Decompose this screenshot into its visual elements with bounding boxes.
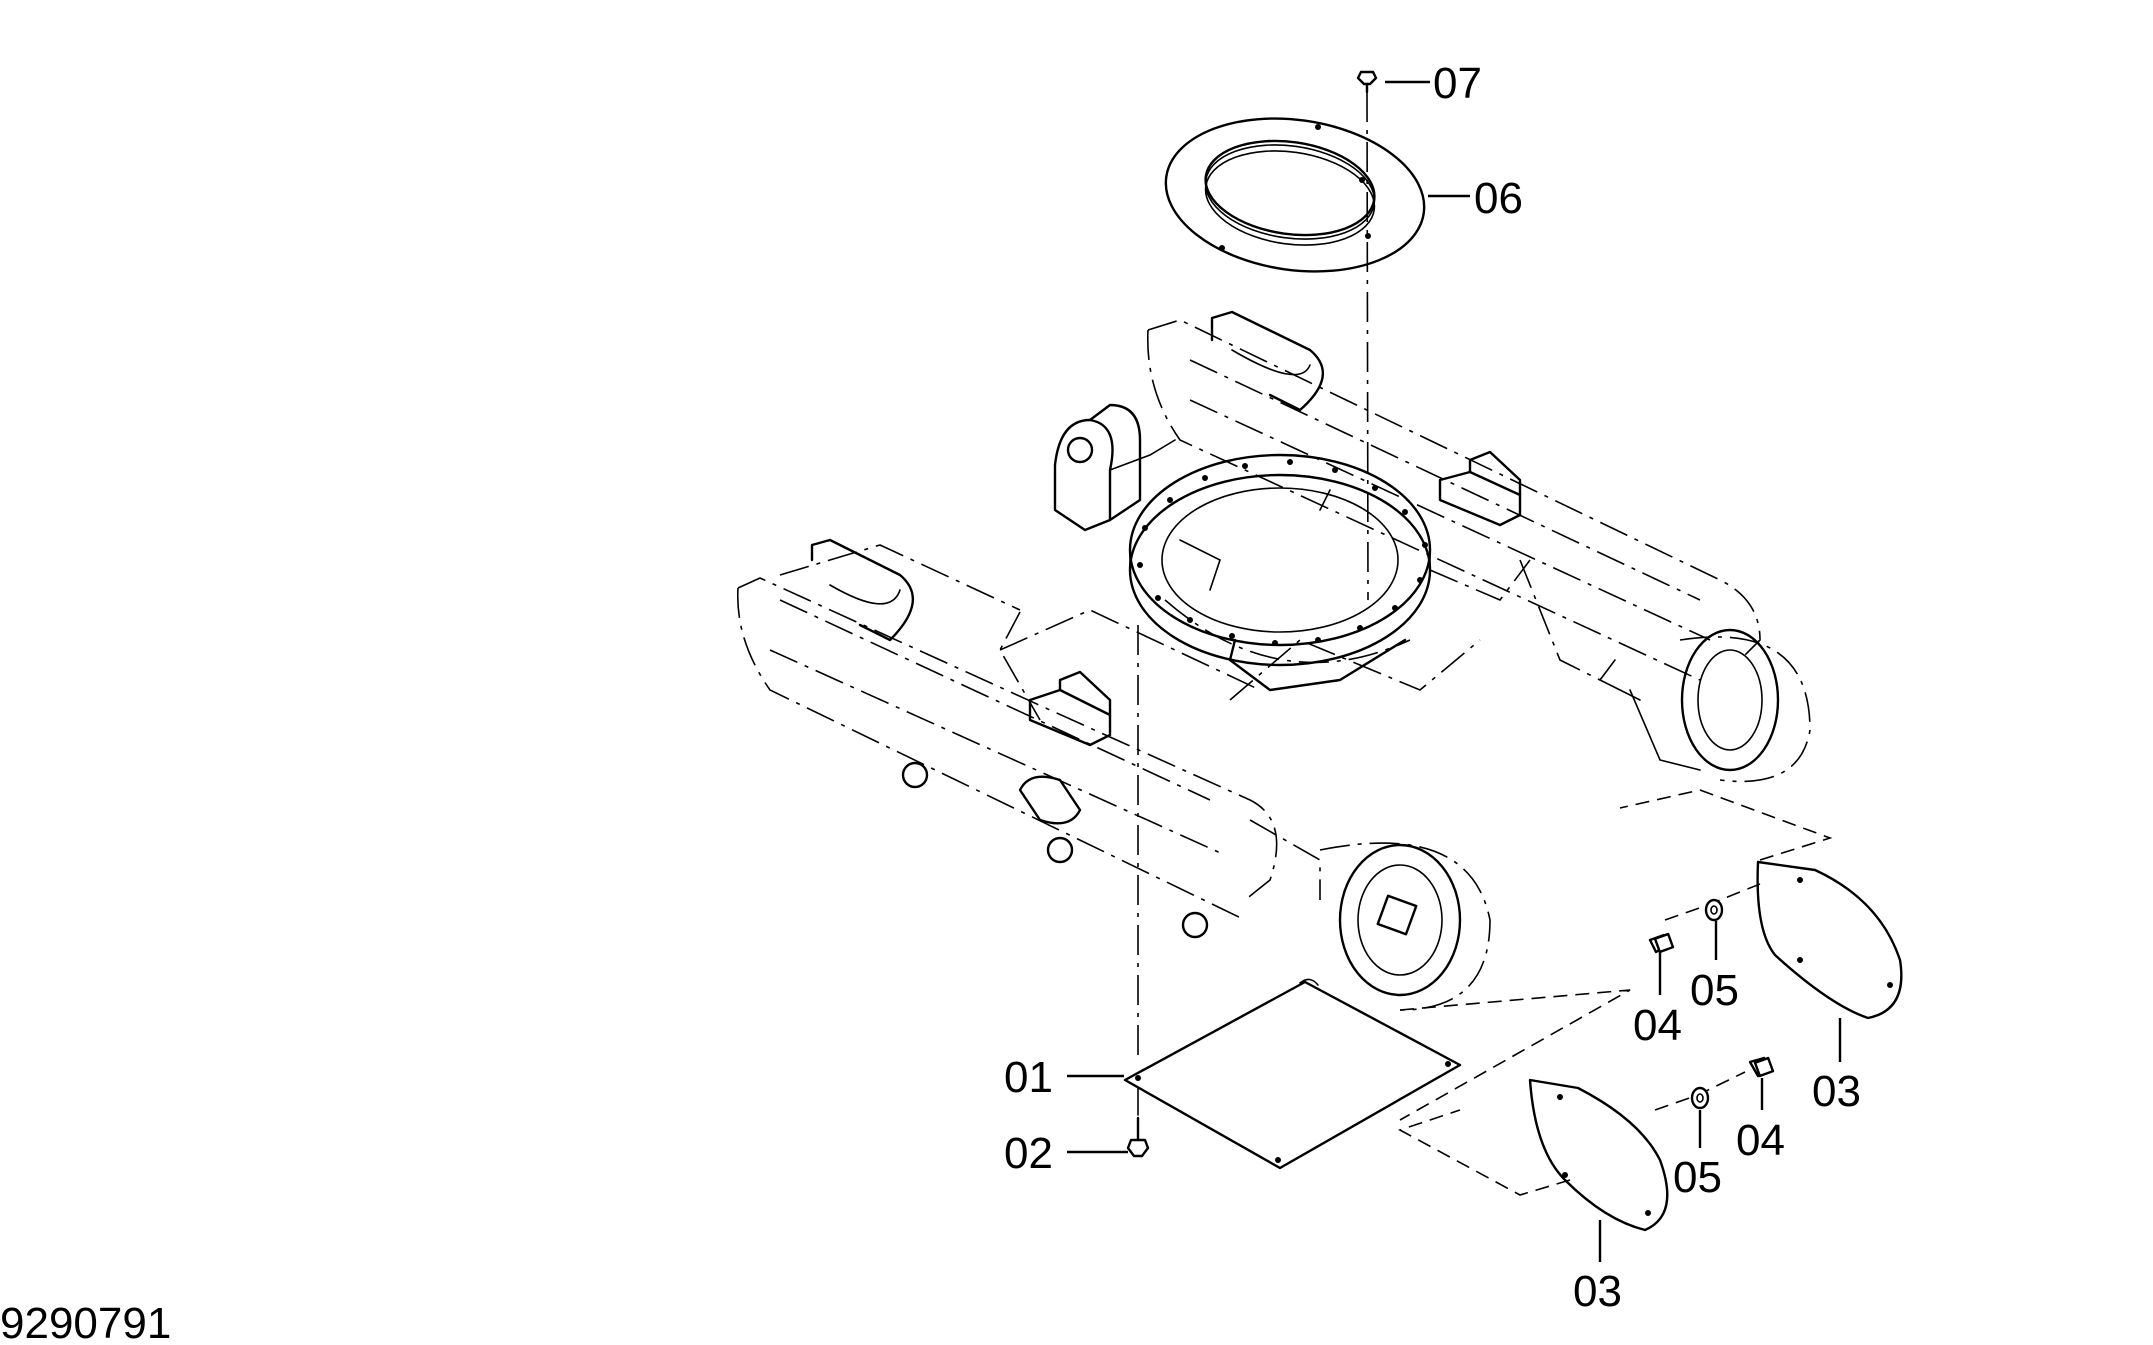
callout-04-upper: 04: [1633, 1001, 1682, 1050]
callout-02: 02: [1004, 1129, 1053, 1178]
cover-03-phantom-lower: [1397, 1109, 1571, 1196]
callout-03-right: 03: [1812, 1067, 1861, 1116]
under-cover-part-01: [1123, 978, 1462, 1170]
seal-ring-part-06: [1164, 117, 1426, 273]
swing-bolt-holes: [1137, 459, 1428, 646]
side-cover-part-03-lower: [1528, 1078, 1669, 1232]
centre-line-07: [1366, 91, 1369, 601]
callout-07: 07: [1433, 59, 1482, 108]
drawing-number: 9290791: [0, 1299, 171, 1345]
track-frame-phantom: [736, 310, 1811, 1011]
callout-03-lower: 03: [1573, 1267, 1622, 1316]
bolt-part-04-upper: [1648, 932, 1675, 954]
callout-05-lower: 05: [1673, 1153, 1722, 1202]
leader-lines: [1067, 80, 1842, 1262]
swing-circle-mount: [1128, 453, 1432, 692]
cover-03-phantom-upper: [1619, 789, 1833, 861]
callout-04-lower: 04: [1736, 1116, 1785, 1165]
callout-01: 01: [1004, 1053, 1053, 1102]
callout-06: 06: [1474, 174, 1523, 223]
callout-05-upper: 05: [1690, 966, 1739, 1015]
bolt-part-04-lower: [1748, 1056, 1775, 1078]
under-cover-phantom-edge: [1399, 989, 1631, 1121]
washer-part-05-upper: [1704, 898, 1724, 922]
bolt-part-07: [1356, 70, 1378, 94]
washer-part-05-lower: [1690, 1086, 1710, 1110]
bolt-part-02: [1126, 1116, 1150, 1158]
side-cover-part-03-right: [1756, 860, 1903, 1020]
